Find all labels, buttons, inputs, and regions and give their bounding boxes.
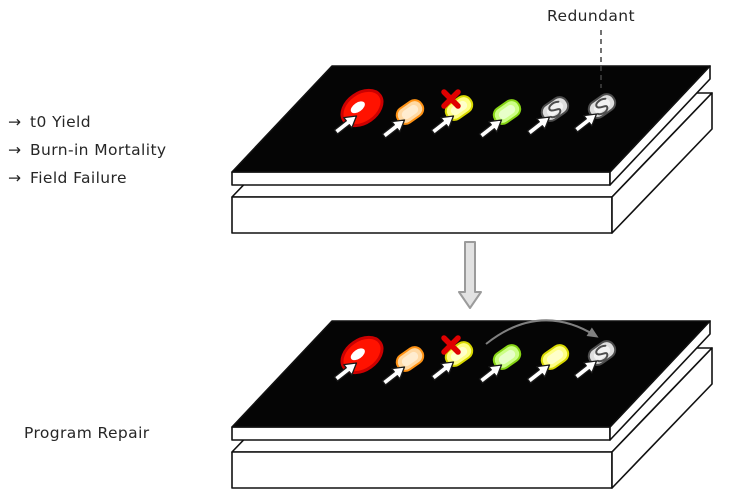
- orange-die: [395, 346, 425, 372]
- bottom-board-chips: [333, 335, 617, 386]
- redundant-label: Redundant: [547, 7, 635, 25]
- die-highlight: [401, 351, 419, 367]
- pointer-arrow-icon: [478, 119, 503, 139]
- spare-squiggle-icon: [595, 97, 609, 116]
- pointer-arrow-icon: [526, 364, 551, 384]
- transition-arrow-icon: [458, 241, 482, 309]
- spare-squiggle-icon: [595, 344, 609, 363]
- pointer-arrow-icon: [478, 364, 503, 384]
- top-board: [231, 65, 713, 234]
- top-board-chips: [333, 88, 617, 139]
- failure-x-icon: [441, 335, 461, 355]
- pointer-arrow-icon: [430, 361, 455, 381]
- pointer-arrow-icon: [333, 115, 358, 135]
- activated-spare-die: [540, 344, 570, 370]
- legend-burn-in-mortality-label: Burn-in Mortality: [30, 141, 167, 159]
- orange-die: [395, 99, 425, 125]
- pointer-arrow-icon: [381, 366, 406, 386]
- field-failure-die: [340, 88, 384, 128]
- top-board-base-front-face: [231, 196, 613, 234]
- die-highlight: [498, 104, 516, 120]
- legend-field-failure-label: Field Failure: [30, 169, 127, 187]
- green-die: [492, 99, 522, 125]
- legend-arrow-icon: →: [8, 113, 21, 131]
- pointer-arrow-icon: [333, 362, 358, 382]
- repair-arc-path: [485, 319, 597, 345]
- spare-die: [587, 340, 617, 366]
- legend-arrow-icon: →: [8, 141, 21, 159]
- spare-die-1: [540, 96, 570, 122]
- legend-t0-yield-label: t0 Yield: [30, 113, 91, 131]
- spare-squiggle-icon: [548, 100, 562, 119]
- burn-in-failed-die: [441, 335, 474, 367]
- burn-in-failed-die: [441, 89, 474, 121]
- spare-die-2: [587, 93, 617, 119]
- bottom-board-base-front-face: [231, 451, 613, 489]
- top-board-die-top-face: [231, 65, 711, 173]
- green-die: [492, 344, 522, 370]
- pointer-arrow-icon: [573, 113, 598, 133]
- pointer-arrow-icon: [381, 119, 406, 139]
- pointer-arrow-icon: [573, 360, 598, 380]
- legend: → t0 Yield → Burn-in Mortality → Field F…: [8, 113, 167, 187]
- top-board-base-right-face: [611, 92, 713, 234]
- die-highlight: [546, 349, 564, 365]
- top-board-die-front-face: [231, 171, 611, 186]
- die-highlight: [350, 101, 365, 114]
- die-highlight: [350, 348, 365, 361]
- die-highlight: [401, 104, 419, 120]
- pointer-arrow-icon: [526, 116, 551, 136]
- bottom-board: [231, 320, 713, 489]
- pointer-arrow-icon: [430, 115, 455, 135]
- failure-x-icon: [441, 89, 461, 109]
- bottom-board-die-front-face: [231, 426, 611, 441]
- bottom-board-base-right-face: [611, 347, 713, 489]
- die-highlight: [498, 349, 516, 365]
- program-repair-label: Program Repair: [24, 424, 150, 442]
- legend-arrow-icon: →: [8, 169, 21, 187]
- repair-arc-arrow-icon: [485, 319, 599, 345]
- repair-arc-arrowhead: [586, 327, 599, 338]
